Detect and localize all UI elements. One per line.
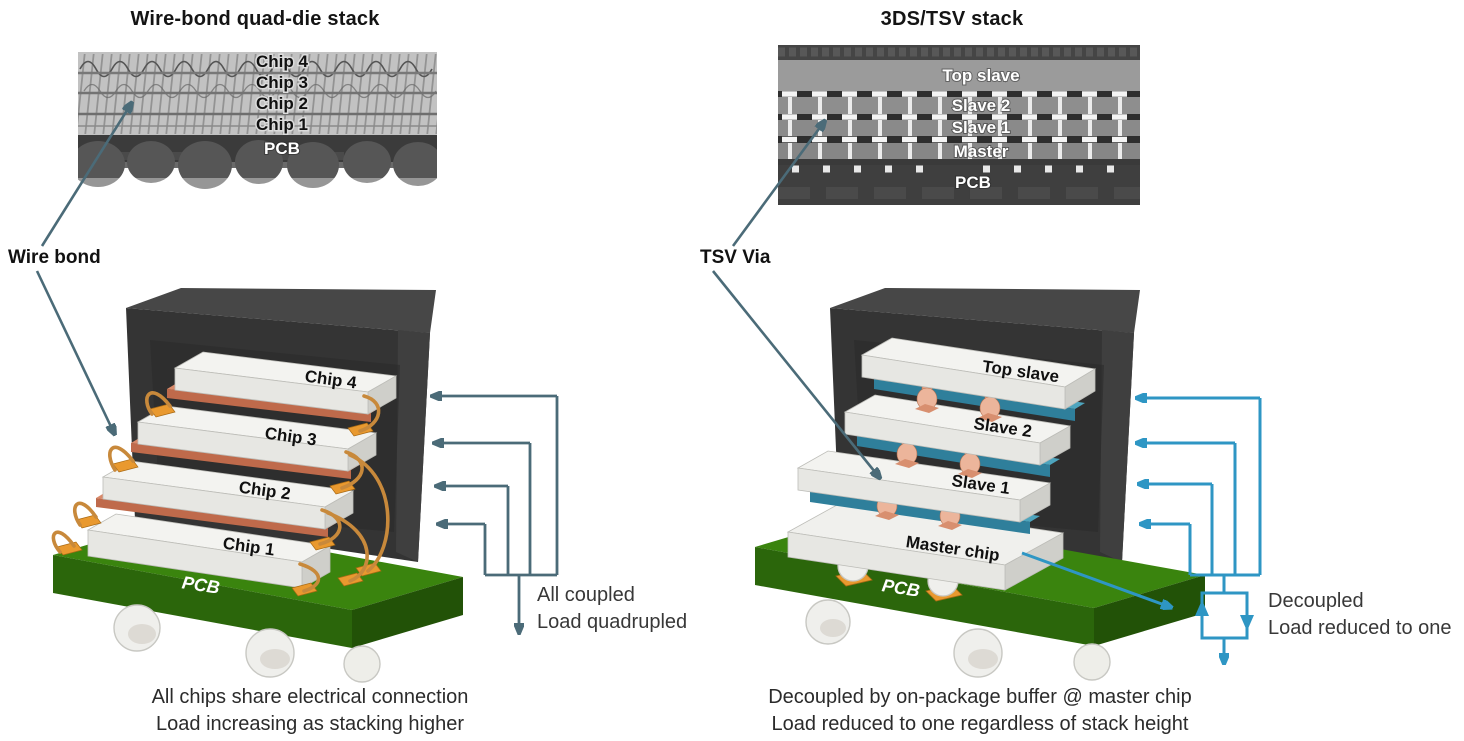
- top-slave-band: [778, 60, 1140, 91]
- solder-balls: [113, 604, 381, 683]
- photo-label-pcb: PCB: [264, 139, 300, 158]
- buffer-up-arrow: [1195, 600, 1209, 616]
- right-caption-line1: Decoupled by on-package buffer @ master …: [768, 686, 1192, 708]
- photo-label-chip2: Chip 2: [256, 94, 308, 113]
- photo-label-slave2: Slave 2: [952, 96, 1011, 115]
- left-caption-line2: Load increasing as stacking higher: [156, 713, 464, 735]
- wire-loops-row: [79, 60, 433, 78]
- right-caption-line2: Load reduced to one regardless of stack …: [771, 713, 1189, 735]
- decoupled-annotation-line2: Load reduced to one: [1268, 617, 1452, 639]
- slave1-band: [778, 120, 1140, 136]
- left-caption-line1: All chips share electrical connection: [151, 686, 469, 708]
- left-caption: All chips share electrical connection Lo…: [60, 684, 560, 738]
- slave2-band: [778, 97, 1140, 114]
- right-caption: Decoupled by on-package buffer @ master …: [700, 684, 1260, 738]
- photo-label-pcb: PCB: [955, 173, 991, 192]
- coupled-connection-lines: [433, 396, 559, 632]
- tsv-xray-photo: Top slave Slave 2 Slave 1 Master PCB: [778, 45, 1140, 205]
- coupled-annotation-line2: Load quadrupled: [537, 611, 687, 633]
- master-band: [778, 143, 1140, 159]
- bondline-2: [778, 114, 1140, 120]
- buffer-symbol: [1195, 591, 1254, 662]
- photo-label-chip3: Chip 3: [256, 73, 308, 92]
- wire-loops-row2: [83, 83, 437, 99]
- chip3-die: [136, 405, 378, 472]
- wirebond-xray-photo: Chip 4 Chip 3 Chip 2 Chip 1 PCB: [78, 52, 437, 205]
- photo-label-chip1: Chip 1: [256, 115, 308, 134]
- left-panel-title: Wire-bond quad-die stack: [130, 8, 380, 30]
- solder-balls: [805, 599, 1111, 681]
- coupled-annotation-line1: All coupled: [537, 584, 635, 606]
- top-slave-die: [860, 337, 1097, 410]
- chip1-die: [86, 513, 332, 589]
- master-chip-die: [786, 499, 1065, 591]
- photo-label-master: Master: [954, 142, 1009, 161]
- bondline-3: [778, 136, 1140, 143]
- buffer-down-arrow: [1240, 615, 1254, 631]
- decoupled-annotation-line1: Decoupled: [1268, 590, 1364, 612]
- tsv-via-callout-label: TSV Via: [700, 247, 771, 268]
- photo-label-slave1: Slave 1: [952, 118, 1011, 137]
- decoupled-connection-lines: [1021, 398, 1262, 607]
- fade-1: [78, 178, 437, 190]
- bondline-4: [778, 159, 1140, 165]
- bondline-1: [778, 91, 1140, 97]
- fade-2: [78, 190, 437, 205]
- photo-label-chip4: Chip 4: [256, 52, 308, 71]
- photo-label-top-slave: Top slave: [942, 66, 1019, 85]
- wire-bond-callout-label: Wire bond: [8, 247, 101, 268]
- wire-bonds: [51, 391, 390, 593]
- tsv-stack-figure: Top slave Slave 2 Slave 1 Master chip PC…: [755, 288, 1452, 681]
- right-panel-title: 3DS/TSV stack: [880, 8, 1024, 30]
- wirebond-stack-figure: Chip 4 Chip 3 Chip 2 Chip 1 PCB All coup…: [51, 288, 687, 683]
